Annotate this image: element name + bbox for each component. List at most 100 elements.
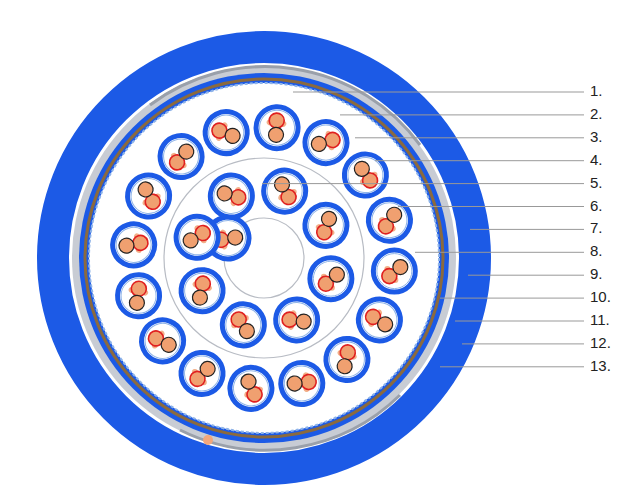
twisted-pair [364, 194, 415, 245]
leader-line [440, 366, 584, 367]
twisted-pair [225, 363, 276, 414]
callout-number: 10. [590, 289, 611, 305]
twisted-pair [353, 293, 406, 346]
callout-number: 11. [590, 312, 610, 328]
pair-foil [357, 298, 401, 342]
pair-foil [368, 199, 411, 242]
leader-line [440, 298, 584, 299]
twisted-pair [310, 258, 352, 300]
screen-braid [85, 79, 443, 437]
conductor [239, 372, 257, 390]
twisted-pair [267, 290, 326, 349]
pair-screen [173, 214, 220, 261]
pair-screen [310, 258, 352, 300]
pair-foil [161, 136, 202, 177]
conductor [393, 260, 408, 275]
twisted-pair [297, 197, 355, 255]
pair-foil [230, 367, 272, 409]
twisted-pair [135, 313, 190, 368]
callout-number: 12. [590, 335, 611, 351]
leader-line [415, 252, 584, 253]
twisted-pair [157, 132, 206, 181]
conductor [137, 181, 154, 198]
pair-foil [322, 335, 371, 384]
conductor [126, 292, 147, 313]
twisted-pair [273, 354, 331, 412]
pair-foil [177, 266, 226, 315]
twisted-pair [109, 266, 168, 325]
pair-foil [202, 109, 250, 157]
leader-line [462, 343, 584, 344]
conductor [214, 183, 235, 204]
pair-screen [273, 354, 331, 412]
twisted-pair [179, 351, 225, 397]
armour-tape [72, 66, 456, 450]
callout-number: 2. [590, 106, 603, 122]
pair-foil [225, 306, 262, 343]
twisted-pair [105, 217, 162, 274]
outer-sheath [53, 47, 475, 469]
twisted-pair [373, 250, 415, 292]
twisted-pair [260, 166, 310, 216]
conductor [265, 124, 286, 145]
leader-line [398, 206, 584, 207]
conductor [159, 335, 179, 355]
pair-screen [317, 330, 376, 389]
leader-line [455, 321, 584, 322]
conductor [239, 323, 255, 339]
pair-foil [302, 201, 350, 249]
pair-screen [343, 153, 388, 198]
twisted-pair [202, 167, 260, 225]
pair-screen [157, 132, 206, 181]
callout-number: 4. [590, 152, 603, 168]
conductor [293, 311, 314, 332]
pair-foil [377, 254, 412, 289]
twisted-pair [343, 153, 388, 198]
conductor [116, 235, 136, 255]
pair-foil [272, 295, 321, 344]
callout-number: 8. [590, 243, 603, 259]
pair-screen [221, 302, 266, 347]
conductor [354, 161, 370, 177]
twisted-pair [317, 330, 376, 389]
pair-screen [297, 197, 355, 255]
pair-screen [373, 250, 415, 292]
leader-lines [262, 92, 584, 367]
twisted-pair [198, 104, 255, 161]
pair-screen [202, 167, 260, 225]
pair-foil [347, 156, 384, 193]
pair-foil [264, 170, 306, 212]
binder-tape [164, 158, 364, 358]
conductor [222, 126, 242, 146]
callout-number: 9. [590, 266, 603, 282]
pair-screen [179, 351, 225, 397]
leader-line [470, 229, 584, 230]
twisted-pair [125, 172, 173, 220]
drain-wire [203, 435, 213, 445]
pair-foil [303, 120, 349, 166]
pair-screen [225, 363, 276, 414]
leader-line [468, 275, 584, 276]
pair-foil [177, 218, 217, 258]
pair-group [105, 98, 415, 414]
pair-screen [105, 217, 162, 274]
pair-screen [267, 290, 326, 349]
pair-screen [198, 104, 255, 161]
pair-foil [252, 103, 301, 152]
pair-foil [114, 271, 163, 320]
conductor [284, 373, 305, 394]
leader-line [340, 114, 584, 115]
pair-foil [129, 176, 169, 216]
twisted-pair [221, 302, 266, 347]
conductor [334, 356, 355, 377]
callout-number: 6. [590, 198, 603, 214]
inner-sheath [79, 73, 449, 443]
pair-foil [183, 354, 221, 392]
twisted-pair [173, 261, 232, 320]
pair-foil [139, 318, 185, 364]
conductor [200, 361, 216, 377]
pair-screen [135, 313, 190, 368]
leader-line [293, 92, 584, 93]
pair-screen [173, 261, 232, 320]
conductor [182, 232, 199, 249]
